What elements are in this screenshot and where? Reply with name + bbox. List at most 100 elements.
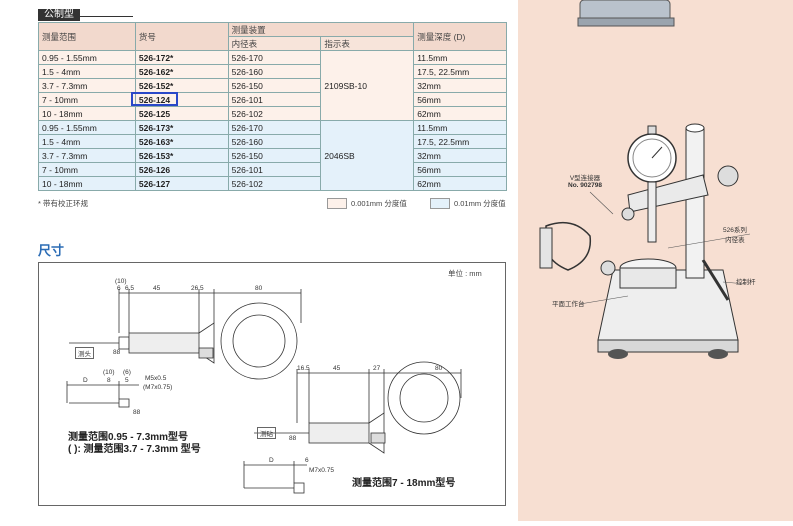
cell-range: 3.7 - 7.3mm bbox=[38, 148, 136, 163]
dim-label: D bbox=[269, 457, 274, 464]
unit-label: 单位 : mm bbox=[448, 269, 482, 278]
table-row: 0.95 - 1.55mm 526-172* 526-170 2109SB-10… bbox=[38, 50, 507, 121]
cell-depth: 11.5mm bbox=[413, 50, 507, 65]
technical-drawing bbox=[66, 289, 462, 494]
dim-label: 5 bbox=[125, 377, 129, 384]
dim-label: 80 bbox=[255, 285, 263, 292]
product-illustration-panel: V型连接器 No. 902798 526系列 内径表 控制杆 平面工作台 bbox=[518, 0, 793, 521]
cell-code: 526-126 bbox=[134, 162, 229, 177]
v-connector-label: V型连接器 No. 902798 bbox=[568, 172, 602, 189]
header-depth: 测量深度 (D) bbox=[413, 22, 507, 51]
dim-label: 80 bbox=[435, 365, 443, 372]
legend-blue-swatch bbox=[430, 198, 450, 209]
cell-indicator: 2046SB bbox=[320, 120, 415, 191]
table-row: 0.95 - 1.55mm 526-173* 526-170 2046SB 11… bbox=[38, 120, 507, 191]
probe-label: 测头 bbox=[75, 347, 94, 359]
header-code: 货号 bbox=[134, 22, 229, 51]
legend-blue: 0.01mm 分度值 bbox=[430, 198, 506, 209]
table-row: 10 - 18mm 526-125 526-102 62mm bbox=[38, 106, 507, 121]
cell-code: 526-153* bbox=[134, 148, 229, 163]
v-connector-number: No. 902798 bbox=[568, 182, 602, 189]
cell-range: 3.7 - 7.3mm bbox=[38, 78, 136, 93]
dim-label: 88 bbox=[289, 435, 297, 442]
dim-label: (10) bbox=[103, 369, 115, 376]
legend-pink-label: 0.001mm 分度值 bbox=[351, 199, 407, 208]
product-illustration bbox=[539, 0, 751, 359]
header-range: 测量范围 bbox=[38, 22, 136, 51]
dim-label: (10) bbox=[115, 278, 127, 285]
dim-label: 6.5 bbox=[125, 285, 135, 292]
table-row: 1.5 - 4mm 526-162* 526-160 17.5, 22.5mm bbox=[38, 64, 507, 79]
cell-bore: 526-170 bbox=[227, 120, 322, 135]
probe-label: 测砧 bbox=[257, 427, 276, 439]
cell-depth: 62mm bbox=[413, 176, 507, 191]
cell-range: 1.5 - 4mm bbox=[38, 134, 136, 149]
caption-small-range: 测量范围0.95 - 7.3mm型号 bbox=[68, 432, 189, 443]
cell-code: 526-125 bbox=[134, 106, 229, 121]
cell-range: 0.95 - 1.55mm bbox=[38, 120, 136, 135]
cell-depth: 17.5, 22.5mm bbox=[413, 134, 507, 149]
footnote: * 带有校正环规 bbox=[38, 199, 89, 208]
cell-bore: 526-101 bbox=[227, 92, 322, 107]
dim-label: 88 bbox=[133, 409, 141, 416]
dim-label: 6 bbox=[117, 285, 121, 292]
cell-depth: 56mm bbox=[413, 162, 507, 177]
cell-code: 526-172* bbox=[134, 50, 229, 65]
dim-label: 45 bbox=[153, 285, 161, 292]
cell-depth: 32mm bbox=[413, 78, 507, 93]
legend-pink: 0.001mm 分度值 bbox=[327, 198, 407, 209]
header-bore: 内径表 bbox=[227, 36, 322, 51]
cell-code: 526-152* bbox=[134, 78, 229, 93]
spec-table: 测量范围 货号 测量装置 测量深度 (D) 内径表 指示表 0.95 - 1.5… bbox=[38, 22, 507, 191]
control-lever-label: 控制杆 bbox=[736, 279, 756, 286]
cell-range: 10 - 18mm bbox=[38, 106, 136, 121]
cell-range: 7 - 10mm bbox=[38, 162, 136, 177]
cell-depth: 32mm bbox=[413, 148, 507, 163]
caption-mid-range: ( ): 测量范围3.7 - 7.3mm 型号 bbox=[68, 444, 201, 455]
dimension-drawing: 单位 : mm (10) 6 6.5 45 26.5 80 88 测头 (10)… bbox=[38, 262, 506, 506]
cell-depth: 62mm bbox=[413, 106, 507, 121]
cell-bore: 526-170 bbox=[227, 50, 322, 65]
header-indicator: 指示表 bbox=[320, 36, 415, 51]
dimensions-heading: 尺寸 bbox=[38, 243, 65, 258]
flat-table-label: 平面工作台 bbox=[552, 301, 585, 308]
dim-label: 27 bbox=[373, 365, 381, 372]
dim-label: 6 bbox=[305, 457, 309, 464]
cell-code: 526-162* bbox=[134, 64, 229, 79]
cell-bore: 526-160 bbox=[227, 64, 322, 79]
cell-bore: 526-102 bbox=[227, 176, 322, 191]
dim-label: 45 bbox=[333, 365, 341, 372]
table-row: 7 - 10mm 526-124 526-101 56mm bbox=[38, 92, 507, 107]
cell-bore: 526-160 bbox=[227, 134, 322, 149]
cell-bore: 526-101 bbox=[227, 162, 322, 177]
caption-large-range: 测量范围7 - 18mm型号 bbox=[352, 478, 456, 489]
table-row: 7 - 10mm 526-126 526-101 56mm bbox=[38, 162, 507, 177]
cell-range: 7 - 10mm bbox=[38, 92, 136, 107]
table-row: 10 - 18mm 526-127 526-102 62mm bbox=[38, 176, 507, 191]
v-connector-text: V型连接器 bbox=[569, 175, 601, 182]
dim-label: 26.5 bbox=[191, 285, 204, 292]
cell-range: 1.5 - 4mm bbox=[38, 64, 136, 79]
cell-code: 526-163* bbox=[134, 134, 229, 149]
cell-bore: 526-150 bbox=[227, 78, 322, 93]
dim-label: (6) bbox=[123, 369, 131, 376]
cell-depth: 17.5, 22.5mm bbox=[413, 64, 507, 79]
dim-label: 8 bbox=[107, 377, 111, 384]
dim-label: M7x0.75 bbox=[309, 467, 334, 474]
dim-label: 16.5 bbox=[297, 365, 310, 372]
cell-bore: 526-102 bbox=[227, 106, 322, 121]
selection-highlight bbox=[131, 92, 178, 106]
cell-code: 526-127 bbox=[134, 176, 229, 191]
table-row: 1.5 - 4mm 526-163* 526-160 17.5, 22.5mm bbox=[38, 134, 507, 149]
cell-bore: 526-150 bbox=[227, 148, 322, 163]
dim-label: D bbox=[83, 377, 88, 384]
table-row: 3.7 - 7.3mm 526-153* 526-150 32mm bbox=[38, 148, 507, 163]
table-row: 3.7 - 7.3mm 526-152* 526-150 32mm bbox=[38, 78, 507, 93]
cell-code: 526-173* bbox=[134, 120, 229, 135]
bore-gauge-label: 526系列 内径表 bbox=[723, 227, 747, 244]
cell-range: 10 - 18mm bbox=[38, 176, 136, 191]
dim-label: M5x0.5 bbox=[145, 375, 167, 382]
section-tag-label: 公制型 bbox=[38, 9, 80, 21]
dim-label: 88 bbox=[113, 349, 121, 356]
dim-label: (M7x0.75) bbox=[143, 384, 173, 391]
